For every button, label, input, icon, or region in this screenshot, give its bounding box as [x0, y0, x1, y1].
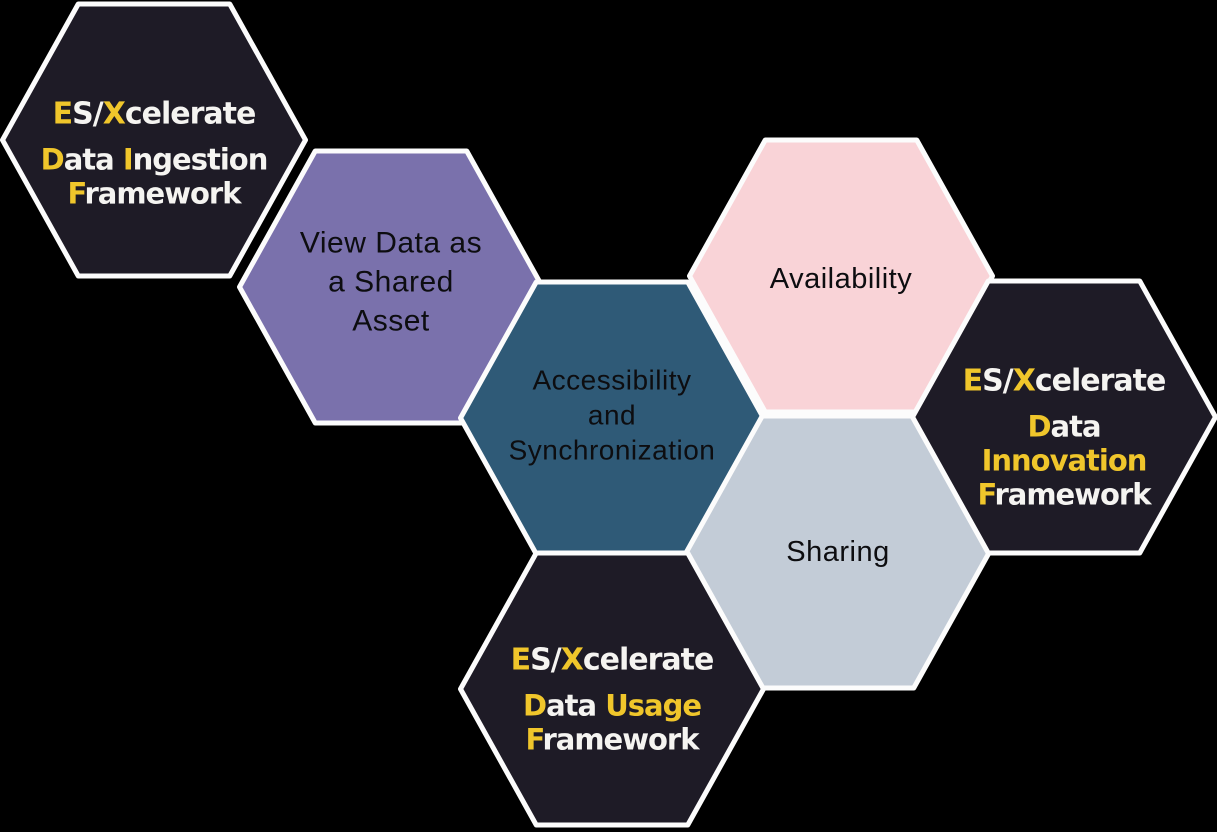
hexagon-data-ingestion-framework: [0, 1, 308, 279]
hexagon-availability: [687, 137, 995, 415]
hexagon-data-innovation-framework: [910, 278, 1217, 556]
hexagon-data-usage-framework: [458, 550, 766, 828]
